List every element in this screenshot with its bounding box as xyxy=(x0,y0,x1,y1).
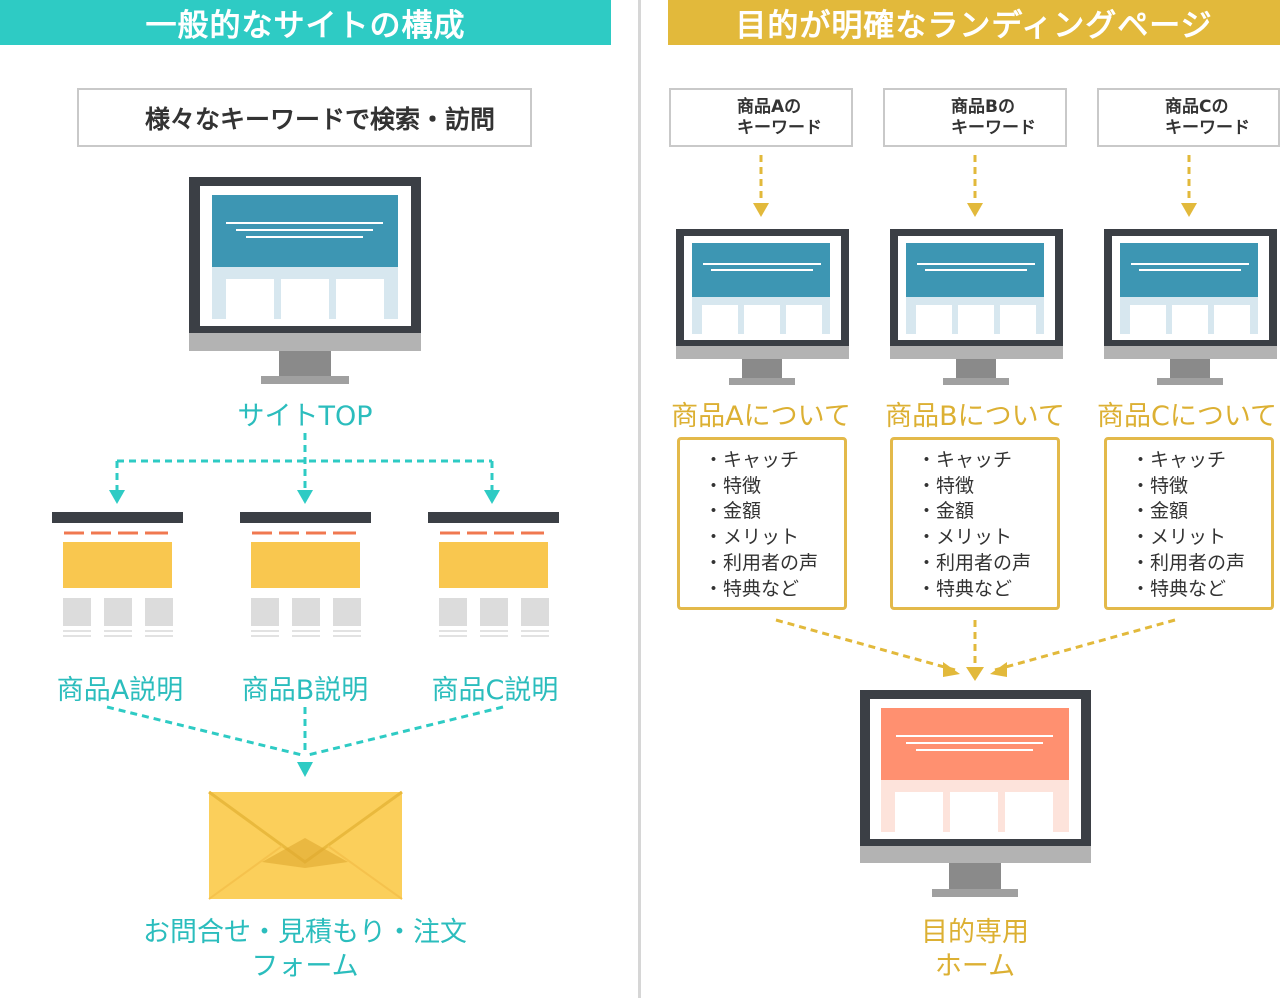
connector-lines xyxy=(759,155,1191,672)
webpage-icon xyxy=(52,512,183,637)
page-label-a: 商品A説明 xyxy=(56,675,184,706)
feature-list-b: ・キャッチ ・特徴 ・金額 ・メリット ・利用者の声 ・特典など xyxy=(890,437,1060,610)
feature-list-a: ・キャッチ ・特徴 ・金額 ・メリット ・利用者の声 ・特典など xyxy=(677,437,847,610)
product-label-b: 商品Bについて xyxy=(885,401,1065,432)
list-item: ・利用者の声 xyxy=(1131,551,1246,574)
keyword-line1: 商品Aの xyxy=(737,96,802,117)
list-item: ・利用者の声 xyxy=(704,551,819,574)
column-divider xyxy=(638,0,641,998)
keyword-line2: キーワード xyxy=(737,117,822,138)
target-label-line1: 目的専用 xyxy=(921,917,1029,948)
site-top-label: サイトTOP xyxy=(237,401,373,432)
keyword-line2: キーワード xyxy=(1165,117,1250,138)
left-header: 一般的なサイトの構成 xyxy=(0,0,611,45)
list-item: ・メリット xyxy=(704,526,800,549)
list-item: ・キャッチ xyxy=(917,449,1013,471)
right-header: 目的が明確なランディングページ xyxy=(668,0,1280,45)
list-item: ・キャッチ xyxy=(1131,449,1227,471)
monitor-icon xyxy=(1104,229,1277,385)
keyword-box-b: 商品Bの キーワード xyxy=(883,88,1067,147)
list-item: ・キャッチ xyxy=(704,449,800,471)
list-item: ・メリット xyxy=(1131,526,1227,549)
product-label-c: 商品Cについて xyxy=(1096,401,1278,432)
list-item: ・特典など xyxy=(917,577,1013,600)
list-item: ・利用者の声 xyxy=(917,551,1032,574)
list-item: ・金額 xyxy=(1131,500,1189,523)
monitor-icon xyxy=(189,177,421,384)
monitor-icon xyxy=(860,690,1091,897)
form-label-line2: フォーム xyxy=(251,951,359,982)
form-label-line1: お問合せ・見積もり・注文 xyxy=(143,917,467,948)
keyword-box-c: 商品Cの キーワード xyxy=(1097,88,1280,147)
webpage-icon xyxy=(428,512,559,637)
arrow-down-icon xyxy=(109,490,500,777)
keyword-box-a: 商品Aの キーワード xyxy=(669,88,853,147)
keyword-line1: 商品Cの xyxy=(1165,96,1229,117)
page-label-c: 商品C説明 xyxy=(431,675,559,706)
list-item: ・金額 xyxy=(704,500,762,523)
connector-lines xyxy=(106,433,504,757)
monitor-icon xyxy=(676,229,849,385)
keyword-line2: キーワード xyxy=(951,117,1036,138)
list-item: ・金額 xyxy=(917,500,975,523)
target-label-line2: ホーム xyxy=(934,951,1016,982)
arrow-down-icon xyxy=(753,203,1197,681)
page-label-b: 商品B説明 xyxy=(241,675,369,706)
monitor-icon xyxy=(890,229,1063,385)
list-item: ・特徴 xyxy=(1131,474,1189,497)
webpage-icon xyxy=(240,512,371,637)
keyword-line1: 商品Bの xyxy=(951,96,1015,117)
search-box: 様々なキーワードで検索・訪問 xyxy=(77,88,532,147)
envelope-icon xyxy=(208,790,403,900)
list-item: ・特典など xyxy=(704,577,800,600)
search-text: 様々なキーワードで検索・訪問 xyxy=(145,104,496,134)
list-item: ・特典など xyxy=(1131,577,1227,600)
product-label-a: 商品Aについて xyxy=(671,401,851,432)
feature-list-c: ・キャッチ ・特徴 ・金額 ・メリット ・利用者の声 ・特典など xyxy=(1104,437,1274,610)
list-item: ・特徴 xyxy=(917,474,975,497)
list-item: ・特徴 xyxy=(704,474,762,497)
list-item: ・メリット xyxy=(917,526,1013,549)
